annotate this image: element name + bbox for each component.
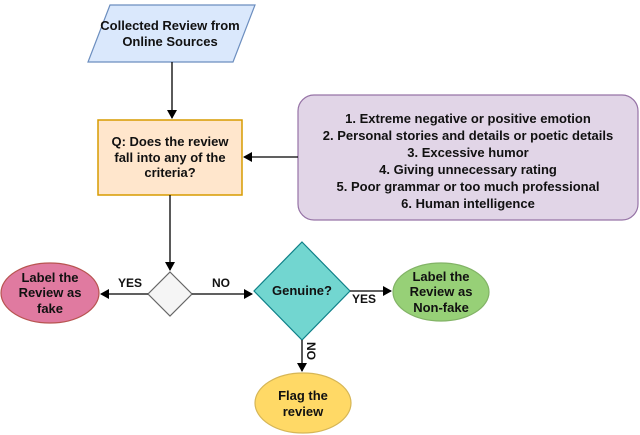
nonfake-label: Label the Review as Non-fake [409,268,473,315]
criteria-item: 4. Giving unnecessary rating [379,161,557,177]
flag-ellipse [254,372,352,434]
criteria-item: 5. Poor grammar or too much professional [336,178,600,194]
decision-diamond [147,271,193,317]
source-parallelogram [87,4,256,63]
genuine-label: Genuine? [272,283,332,299]
criteria-list: 1. Extreme negative or positive emotion … [298,103,638,218]
edge-label-no-right: NO [212,276,230,290]
flag-label: Flag the review [278,388,328,419]
edge-label-no-down: NO [304,342,318,360]
edge-label-yes-left: YES [118,276,143,290]
criteria-item: 6. Human intelligence [401,195,535,211]
source-label: Collected Review from Online Sources [100,17,240,49]
fake-label: Label the Review as fake [18,269,82,316]
question-box [97,119,243,196]
question-label: Q: Does the review fall into any of the … [111,134,229,181]
edge-label-yes-right: YES [352,292,377,306]
fake-ellipse [0,262,100,324]
criteria-item: 3. Excessive humor [407,144,529,160]
criteria-item: 2. Personal stories and details or poeti… [322,127,614,143]
nonfake-ellipse [392,262,490,322]
criteria-item: 1. Extreme negative or positive emotion [345,110,591,126]
